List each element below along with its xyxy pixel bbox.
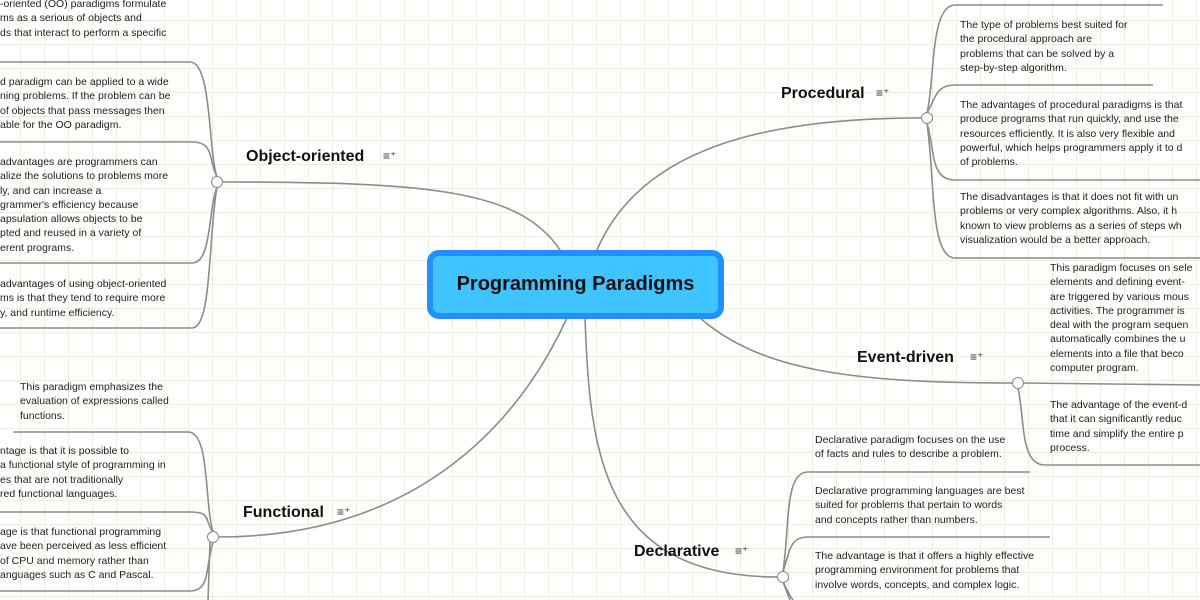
- note: Declarative paradigm focuses on the use …: [815, 434, 1006, 461]
- collapse-knob[interactable]: [1012, 377, 1024, 389]
- notes-icon[interactable]: ≡⁺: [383, 149, 397, 163]
- notes-icon[interactable]: ≡⁺: [735, 544, 749, 558]
- note: advantages are programmers can alize the…: [0, 156, 169, 254]
- note: The advantages of procedural paradigms i…: [960, 99, 1183, 169]
- note: The type of problems best suited for the…: [960, 19, 1128, 74]
- note: This paradigm focuses on sele elements a…: [1050, 262, 1193, 375]
- topic-object-oriented[interactable]: Object-oriented: [246, 148, 365, 165]
- collapse-knob[interactable]: [921, 112, 933, 124]
- note: advantages of using object-oriented ms i…: [0, 278, 167, 319]
- note: The advantage is that it offers a highly…: [815, 550, 1035, 591]
- notes-icon[interactable]: ≡⁺: [876, 86, 890, 100]
- note: The disadvantages is that it does not fi…: [960, 191, 1182, 246]
- note: This paradigm emphasizes the evaluation …: [20, 381, 169, 422]
- central-topic-title: Programming Paradigms: [456, 273, 695, 295]
- collapse-knob[interactable]: [211, 176, 223, 188]
- notes-icon[interactable]: ≡⁺: [970, 350, 984, 364]
- topic-declarative[interactable]: Declarative: [634, 543, 720, 560]
- note: The advantage of the event-d that it can…: [1050, 399, 1188, 454]
- topic-procedural[interactable]: Procedural: [781, 85, 865, 102]
- topic-event-driven[interactable]: Event-driven: [857, 349, 954, 366]
- collapse-knob[interactable]: [777, 571, 789, 583]
- note: Declarative programming languages are be…: [815, 485, 1025, 526]
- note: age is that functional programming ave b…: [0, 526, 167, 581]
- note: ntage is that it is possible to a functi…: [0, 445, 166, 500]
- note: d paradigm can be applied to a wide ning…: [0, 76, 171, 131]
- collapse-knob[interactable]: [207, 531, 219, 543]
- note: -oriented (OO) paradigms formulate ms as…: [0, 0, 167, 39]
- notes-icon[interactable]: ≡⁺: [337, 505, 351, 519]
- topic-functional[interactable]: Functional: [243, 504, 324, 521]
- central-topic[interactable]: Programming Paradigms: [427, 250, 724, 319]
